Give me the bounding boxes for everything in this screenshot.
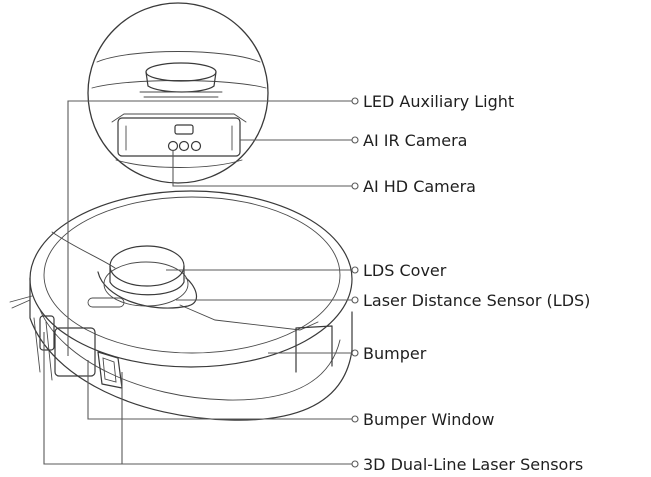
leader-dot-dual-line-laser-sensors [351,460,359,468]
ai-ir-camera-lens [178,140,190,152]
label-led-auxiliary-light: LED Auxiliary Light [363,92,514,111]
bumper-window-left [39,315,55,351]
callout-labels: LED Auxiliary Light AI IR Camera AI HD C… [363,92,590,474]
leader-dot-bumper [351,349,359,357]
zoom-detail [87,2,269,184]
lds-cover-side [109,265,185,296]
front-left-guard [33,317,53,381]
zoom-bottom-curve [115,159,243,168]
lds-turret-base [97,271,198,309]
label-dual-line-laser-sensors: 3D Dual-Line Laser Sensors [363,455,583,474]
robot-top-rim [29,190,353,368]
leader-led-auxiliary-light [67,100,352,356]
leader-dot-ai-ir-camera [351,136,359,144]
label-bumper-window: Bumper Window [363,410,494,429]
label-ai-hd-camera: AI HD Camera [363,177,476,196]
leader-dot-lds-cover [351,266,359,274]
label-ai-ir-camera: AI IR Camera [363,131,467,150]
ai-camera-lens-right [190,140,202,152]
bumper-window-center [54,327,96,377]
top-panel-seam-front [179,304,319,331]
label-bumper: Bumper [363,344,427,363]
robot-top-panel [43,196,341,354]
leader-dot-ai-hd-camera [351,182,359,190]
top-panel-seam [51,231,116,269]
leader-ai-hd-camera [172,150,352,187]
label-laser-distance-sensor: Laser Distance Sensor (LDS) [363,291,590,310]
top-grille [87,297,125,308]
zoom-housing-curve [96,51,261,63]
led-light-window [174,124,194,135]
bumper-window-right-inner [102,357,117,383]
leader-dot-laser-distance-sensor [351,296,359,304]
leader-lines [43,97,359,468]
leader-dual-line-laser-sensors [43,332,352,465]
zoom-lds-base [139,91,223,98]
lds-ring [103,261,189,307]
leader-bumper-window [87,360,352,420]
zoom-bay-left-wall [125,125,233,151]
zoom-sensor-bay [117,117,241,157]
robot-body-side [29,277,353,421]
robot-vacuum [9,190,353,421]
zoom-bay-frame [111,113,247,123]
bumper-right-edge [295,325,333,373]
leader-dot-led-auxiliary-light [351,97,359,105]
bumper-face [39,309,341,401]
leader-dot-bumper-window [351,415,359,423]
zoom-circle-outline [87,2,269,184]
side-brush [9,295,33,309]
label-lds-cover: LDS Cover [363,261,447,280]
